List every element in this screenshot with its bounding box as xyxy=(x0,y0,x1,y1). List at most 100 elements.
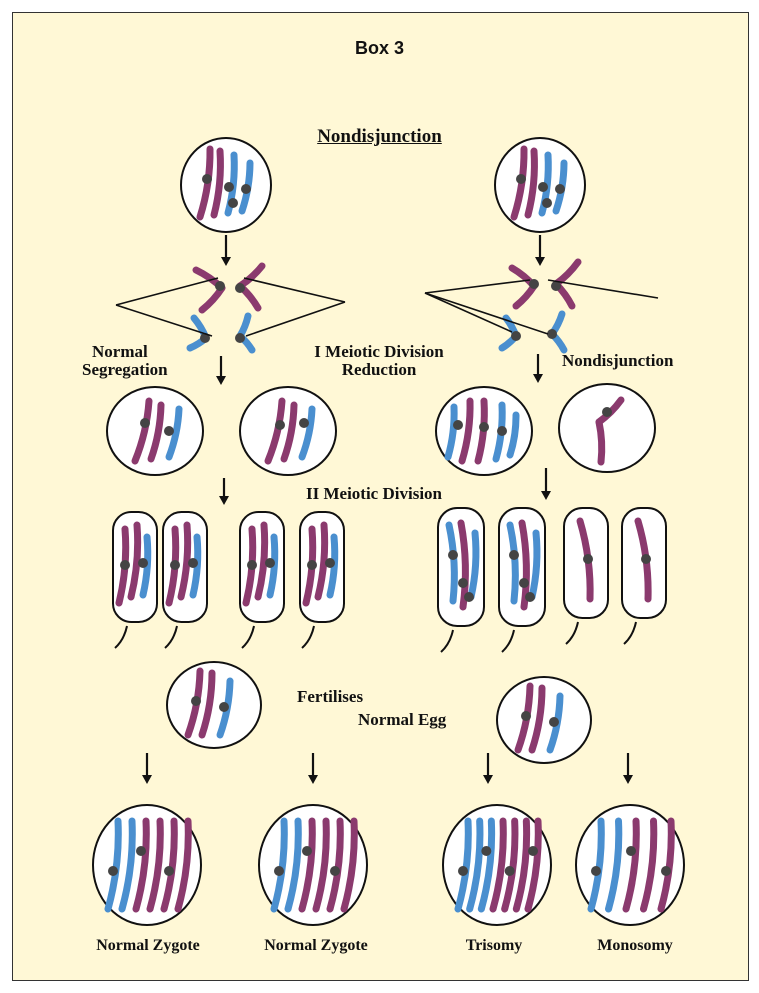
arrow xyxy=(533,354,543,383)
arrow-head xyxy=(308,775,318,784)
centromere xyxy=(549,717,559,727)
spindle-line xyxy=(425,293,512,332)
centromere xyxy=(479,422,489,432)
normal-segregation-line2: Segregation xyxy=(82,361,168,379)
centromere xyxy=(591,866,601,876)
centromere xyxy=(247,560,257,570)
sperm-tail xyxy=(441,630,453,652)
centromere xyxy=(120,560,130,570)
fertilises-label: Fertilises xyxy=(297,688,363,706)
centromere xyxy=(274,866,284,876)
centromere xyxy=(140,418,150,428)
arrow-head xyxy=(142,775,152,784)
arrow-head xyxy=(216,376,226,385)
centromere xyxy=(191,696,201,706)
centromere xyxy=(108,866,118,876)
meiosis2-label: II Meiotic Division xyxy=(306,485,442,503)
centromere xyxy=(188,558,198,568)
centromere xyxy=(521,711,531,721)
main-title: Nondisjunction xyxy=(0,127,759,147)
sperm-tail xyxy=(115,626,127,648)
centromere xyxy=(164,866,174,876)
chromosome xyxy=(240,266,262,286)
centromere xyxy=(529,279,539,289)
centromere xyxy=(516,174,526,184)
meiosis1-line1: I Meiotic Division xyxy=(298,343,460,361)
normal-egg-label: Normal Egg xyxy=(358,711,446,729)
arrow xyxy=(483,753,493,784)
meiosis1-line2: Reduction xyxy=(298,361,460,379)
spindle-line xyxy=(244,278,345,302)
centromere xyxy=(458,578,468,588)
outcome-label: Normal Zygote xyxy=(250,938,382,955)
arrow xyxy=(535,235,545,266)
centromere xyxy=(235,283,245,293)
sperm-tail xyxy=(242,626,254,648)
arrow-head xyxy=(535,257,545,266)
chromosome xyxy=(556,262,578,284)
centromere xyxy=(202,174,212,184)
centromere xyxy=(511,331,521,341)
centromere xyxy=(519,578,529,588)
centromere xyxy=(661,866,671,876)
chromosome xyxy=(516,286,534,306)
centromere xyxy=(241,184,251,194)
spindle-line xyxy=(425,293,548,334)
centromere xyxy=(170,560,180,570)
centromere xyxy=(547,329,557,339)
outcome-label: Trisomy xyxy=(444,938,544,955)
centromere xyxy=(464,592,474,602)
meiosis1-label: I Meiotic Division Reduction xyxy=(298,343,460,379)
centromere xyxy=(136,846,146,856)
centromere xyxy=(215,281,225,291)
centromere xyxy=(458,866,468,876)
centromere xyxy=(228,198,238,208)
chromosome xyxy=(202,288,222,310)
arrow xyxy=(541,468,551,500)
tetrad-left xyxy=(190,266,262,350)
sperm-tail xyxy=(624,622,636,644)
centromere xyxy=(641,554,651,564)
centromere xyxy=(497,426,507,436)
centromere xyxy=(626,846,636,856)
sperm-tail xyxy=(165,626,177,648)
centromere xyxy=(448,550,458,560)
outcome-label: Normal Zygote xyxy=(82,938,214,955)
centromere xyxy=(602,407,612,417)
normal-segregation-line1: Normal xyxy=(82,343,168,361)
centromere xyxy=(219,702,229,712)
centromere xyxy=(542,198,552,208)
sperm-tail xyxy=(566,622,578,644)
centromere xyxy=(528,846,538,856)
nondisjunction-right-label: Nondisjunction xyxy=(562,352,673,370)
centromere xyxy=(330,866,340,876)
spindle-line xyxy=(425,280,530,293)
centromere xyxy=(307,560,317,570)
centromere xyxy=(275,420,285,430)
centromere xyxy=(164,426,174,436)
centromere xyxy=(481,846,491,856)
centromere xyxy=(224,182,234,192)
arrow xyxy=(219,478,229,505)
centromere xyxy=(538,182,548,192)
arrow-head xyxy=(541,491,551,500)
arrow-head xyxy=(483,775,493,784)
arrow xyxy=(623,753,633,784)
centromere xyxy=(525,592,535,602)
centromere xyxy=(235,333,245,343)
centromere xyxy=(302,846,312,856)
centromere xyxy=(509,550,519,560)
arrow xyxy=(221,235,231,266)
arrow xyxy=(308,753,318,784)
normal-segregation-label: Normal Segregation xyxy=(82,343,168,379)
centromere xyxy=(583,554,593,564)
arrow-head xyxy=(221,257,231,266)
centromere xyxy=(138,558,148,568)
sperm-tail xyxy=(302,626,314,648)
centromere xyxy=(299,418,309,428)
chromosome xyxy=(599,422,602,462)
sperm-tail xyxy=(502,630,514,652)
outcome-label: Monosomy xyxy=(580,938,690,955)
centromere xyxy=(555,184,565,194)
